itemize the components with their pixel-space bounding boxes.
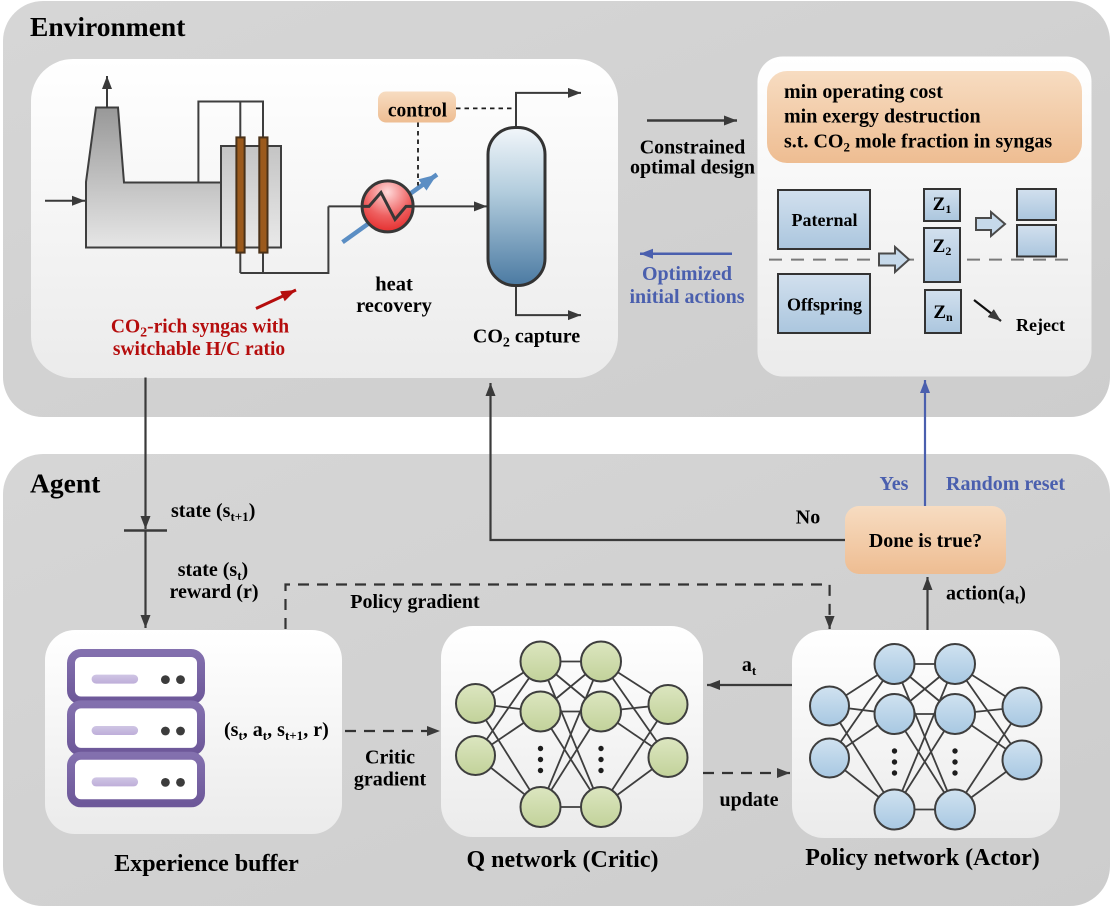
svg-text:Paternal: Paternal — [792, 210, 858, 230]
svg-text:Critic: Critic — [365, 747, 415, 769]
svg-text:Yes: Yes — [880, 473, 909, 495]
svg-text:Done is true?: Done is true? — [869, 530, 982, 552]
svg-text:Offspring: Offspring — [787, 295, 862, 315]
svg-text:Agent: Agent — [30, 468, 101, 499]
svg-text:Random reset: Random reset — [946, 473, 1065, 495]
svg-text:Environment: Environment — [30, 11, 186, 42]
svg-text:gradient: gradient — [354, 769, 427, 791]
svg-text:Q network (Critic): Q network (Critic) — [467, 847, 659, 873]
svg-text:recovery: recovery — [356, 295, 433, 317]
svg-text:CO2-rich syngas with: CO2-rich syngas with — [111, 317, 289, 341]
svg-text:Constrained: Constrained — [640, 137, 746, 159]
svg-text:s.t. CO2 mole fraction in syng: s.t. CO2 mole fraction in syngas — [784, 131, 1052, 155]
svg-text:update: update — [720, 789, 779, 811]
svg-text:No: No — [796, 507, 820, 529]
svg-text:min operating cost: min operating cost — [784, 81, 943, 103]
svg-text:Optimized: Optimized — [642, 263, 732, 285]
svg-text:optimal design: optimal design — [630, 156, 755, 178]
svg-text:Policy network (Actor): Policy network (Actor) — [805, 845, 1040, 871]
svg-text:min exergy destruction: min exergy destruction — [784, 106, 981, 128]
svg-text:switchable H/C ratio: switchable H/C ratio — [113, 339, 285, 360]
svg-text:reward (r): reward (r) — [169, 581, 258, 603]
svg-text:state (st): state (st) — [178, 559, 248, 583]
svg-text:Policy gradient: Policy gradient — [350, 591, 480, 613]
svg-text:action(at): action(at) — [946, 582, 1026, 606]
svg-text:(st, at, st+1, r): (st, at, st+1, r) — [224, 719, 329, 743]
svg-text:control: control — [388, 101, 448, 122]
svg-text:heat: heat — [375, 274, 413, 296]
svg-text:Experience buffer: Experience buffer — [114, 851, 299, 877]
svg-text:CO2 capture: CO2 capture — [473, 326, 580, 351]
svg-text:initial actions: initial actions — [629, 286, 744, 308]
svg-text:Reject: Reject — [1016, 315, 1065, 335]
